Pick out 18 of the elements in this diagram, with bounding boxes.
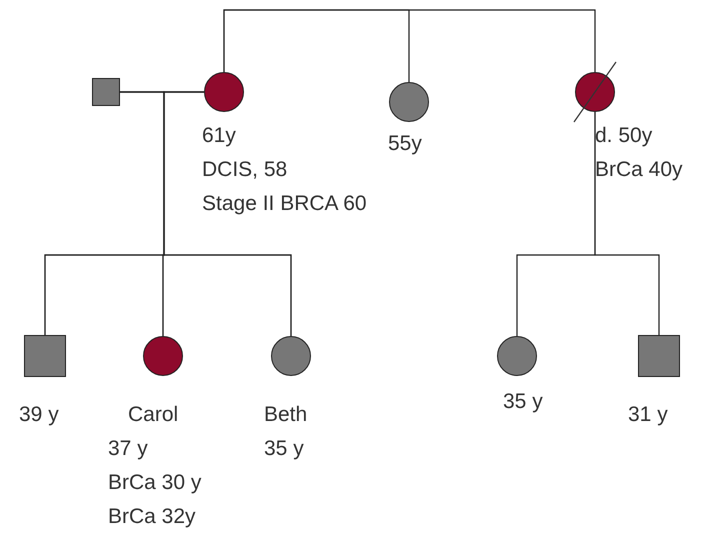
person-label: 55y [388, 132, 422, 155]
pedigree-line [594, 112, 660, 335]
person-label: Carol [128, 403, 178, 426]
person-note: BrCa 30 y [108, 471, 202, 494]
person-note: BrCa 40y [595, 158, 683, 181]
person-label: 31 y [628, 403, 668, 426]
person-label: d. 50y [595, 124, 652, 147]
person-note: Stage II BRCA 60 [202, 192, 367, 215]
person-note: 37 y [108, 437, 148, 460]
person-label: 39 y [19, 403, 59, 426]
person-label: 61y [202, 124, 236, 147]
person-label: 35 y [503, 390, 543, 413]
person-note: DCIS, 58 [202, 158, 288, 181]
person-note: 35 y [264, 437, 304, 460]
person-note: BrCa 32y [108, 505, 196, 528]
pedigree-line [163, 91, 292, 336]
person-label: Beth [264, 403, 308, 426]
pedigree-line [223, 9, 596, 72]
